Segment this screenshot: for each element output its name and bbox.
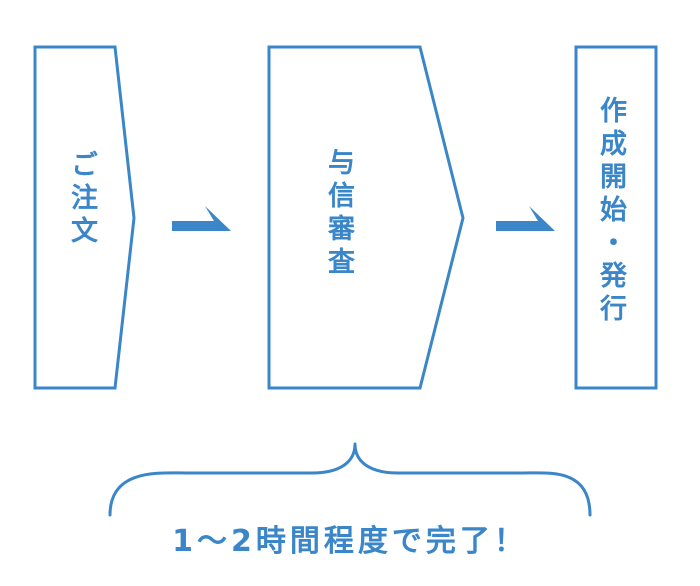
step-box-order <box>33 45 136 390</box>
arrow-icon <box>496 206 555 231</box>
step-label-issue: 作成開始・発行 <box>595 96 626 327</box>
step-box-issue <box>574 45 658 390</box>
step-label-order: ご注文 <box>66 150 97 249</box>
completion-caption: 1〜2時間程度で完了！ <box>172 524 528 559</box>
arrow-icon <box>172 206 231 231</box>
step-label-credit-review: 与信審査 <box>323 148 354 280</box>
step-box-credit-review <box>267 45 465 390</box>
curly-brace <box>108 442 592 517</box>
